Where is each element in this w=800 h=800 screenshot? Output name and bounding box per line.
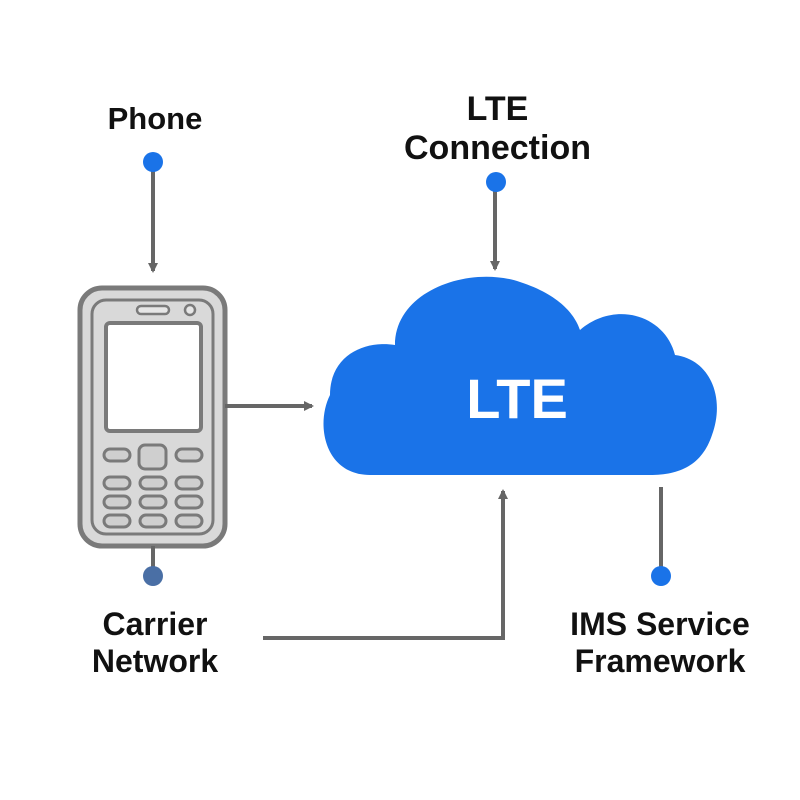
carrier-network-label: Carrier Network bbox=[55, 606, 255, 680]
phone-label: Phone bbox=[60, 101, 250, 137]
ims-label-line1: IMS Service bbox=[570, 606, 750, 642]
carrier-network-dot bbox=[143, 566, 163, 586]
phone-label-text: Phone bbox=[107, 101, 203, 136]
lte-connection-dot bbox=[486, 172, 506, 192]
lte-connection-label-line1: LTE bbox=[466, 90, 529, 128]
lte-connection-label-line2: Connection bbox=[404, 129, 591, 168]
carrier-network-label-line1: Carrier bbox=[102, 606, 208, 642]
mobile-phone-icon bbox=[77, 285, 228, 549]
lte-cloud-icon: LTE bbox=[323, 276, 717, 475]
phone-dot bbox=[143, 152, 163, 172]
connectors bbox=[148, 162, 663, 640]
ims-service-framework-label: IMS Service Framework bbox=[535, 606, 785, 680]
ims-dot bbox=[651, 566, 671, 586]
ims-label-line2: Framework bbox=[574, 642, 746, 679]
cloud-label: LTE bbox=[466, 367, 568, 430]
lte-connection-label: LTE Connection bbox=[370, 90, 625, 168]
carrier-network-label-line2: Network bbox=[91, 642, 219, 679]
carrier-to-cloud-arrow bbox=[263, 489, 508, 640]
